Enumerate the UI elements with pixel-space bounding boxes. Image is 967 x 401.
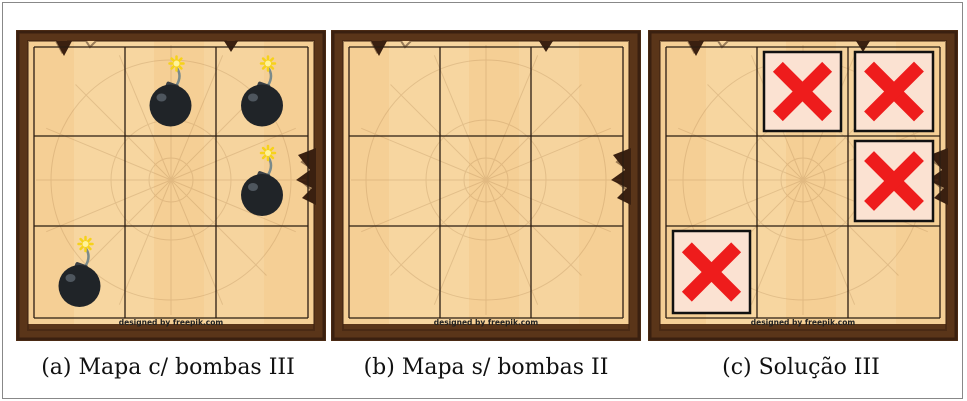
map-panel-c: designed by freepik.com (648, 30, 958, 341)
caption-a: (a) Mapa c/ bombas III (3, 355, 333, 380)
grid-cell-1-2 (855, 141, 933, 221)
x-mark-icon (855, 141, 933, 221)
grid-cell-0-2 (855, 52, 933, 131)
treasure-map-board: designed by freepik.com (331, 30, 641, 341)
watermark-text: designed by freepik.com (751, 318, 856, 327)
caption-b: (b) Mapa s/ bombas II (321, 355, 651, 380)
watermark-text: designed by freepik.com (119, 318, 224, 327)
x-mark-icon (673, 231, 750, 313)
x-mark-icon (855, 52, 933, 131)
watermark-text: designed by freepik.com (434, 318, 539, 327)
caption-c: (c) Solução III (636, 355, 966, 380)
x-mark-icon (764, 52, 841, 131)
parchment (343, 41, 631, 330)
map-panel-a: designed by freepik.com (16, 30, 326, 341)
compass-rose-icon (351, 45, 621, 315)
grid-cell-2-0 (673, 231, 750, 313)
treasure-map-board: designed by freepik.com (648, 30, 958, 341)
map-panel-b: designed by freepik.com (331, 30, 641, 341)
treasure-map-board: designed by freepik.com (16, 30, 326, 341)
grid-cell-0-1 (764, 52, 841, 131)
